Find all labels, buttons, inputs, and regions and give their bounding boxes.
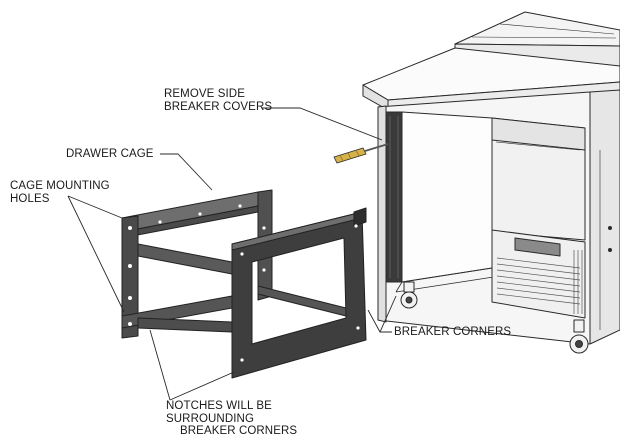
- cabinet-top-cover: [454, 11, 620, 67]
- callout-breaker-corners: BREAKER CORNERS: [394, 326, 511, 339]
- cage-mounting-holes: [128, 204, 360, 362]
- leader-remove-covers: [262, 107, 383, 141]
- callout-line: BREAKER CORNERS: [180, 425, 298, 437]
- callout-cage-mounting-holes: CAGE MOUNTING HOLES: [10, 180, 110, 205]
- callout-line: HOLES: [10, 192, 50, 205]
- callout-drawer-cage: DRAWER CAGE: [66, 148, 154, 161]
- callout-line: BREAKER CORNERS: [394, 326, 512, 338]
- callout-line: REMOVE SIDE: [164, 88, 245, 100]
- callout-notches: NOTCHES WILL BE SURROUNDING BREAKER CORN…: [166, 400, 297, 438]
- leader-drawer-cage: [160, 153, 213, 191]
- callout-line: NOTCHES WILL BE: [166, 400, 272, 412]
- callout-remove-side-covers: REMOVE SIDE BREAKER COVERS: [164, 88, 272, 113]
- drawer-cage: [121, 189, 367, 379]
- callout-line: SURROUNDING: [166, 412, 254, 425]
- leader-mounting-holes-bottom: [67, 195, 125, 313]
- callout-line: DRAWER CAGE: [66, 148, 154, 160]
- leader-lines: [67, 107, 397, 401]
- leader-notches-right: [169, 371, 235, 401]
- refrigerated-cabinet: [362, 11, 620, 354]
- cabinet-casters: [400, 281, 589, 354]
- cabinet-body: [377, 89, 620, 345]
- screwdriver-icon: [333, 143, 389, 164]
- callout-line: CAGE MOUNTING: [10, 180, 110, 192]
- leader-notches-left: [149, 329, 171, 401]
- compressor-louvers: [496, 250, 583, 314]
- leader-mounting-holes-top: [67, 195, 123, 219]
- callout-line: BREAKER COVERS: [164, 100, 273, 113]
